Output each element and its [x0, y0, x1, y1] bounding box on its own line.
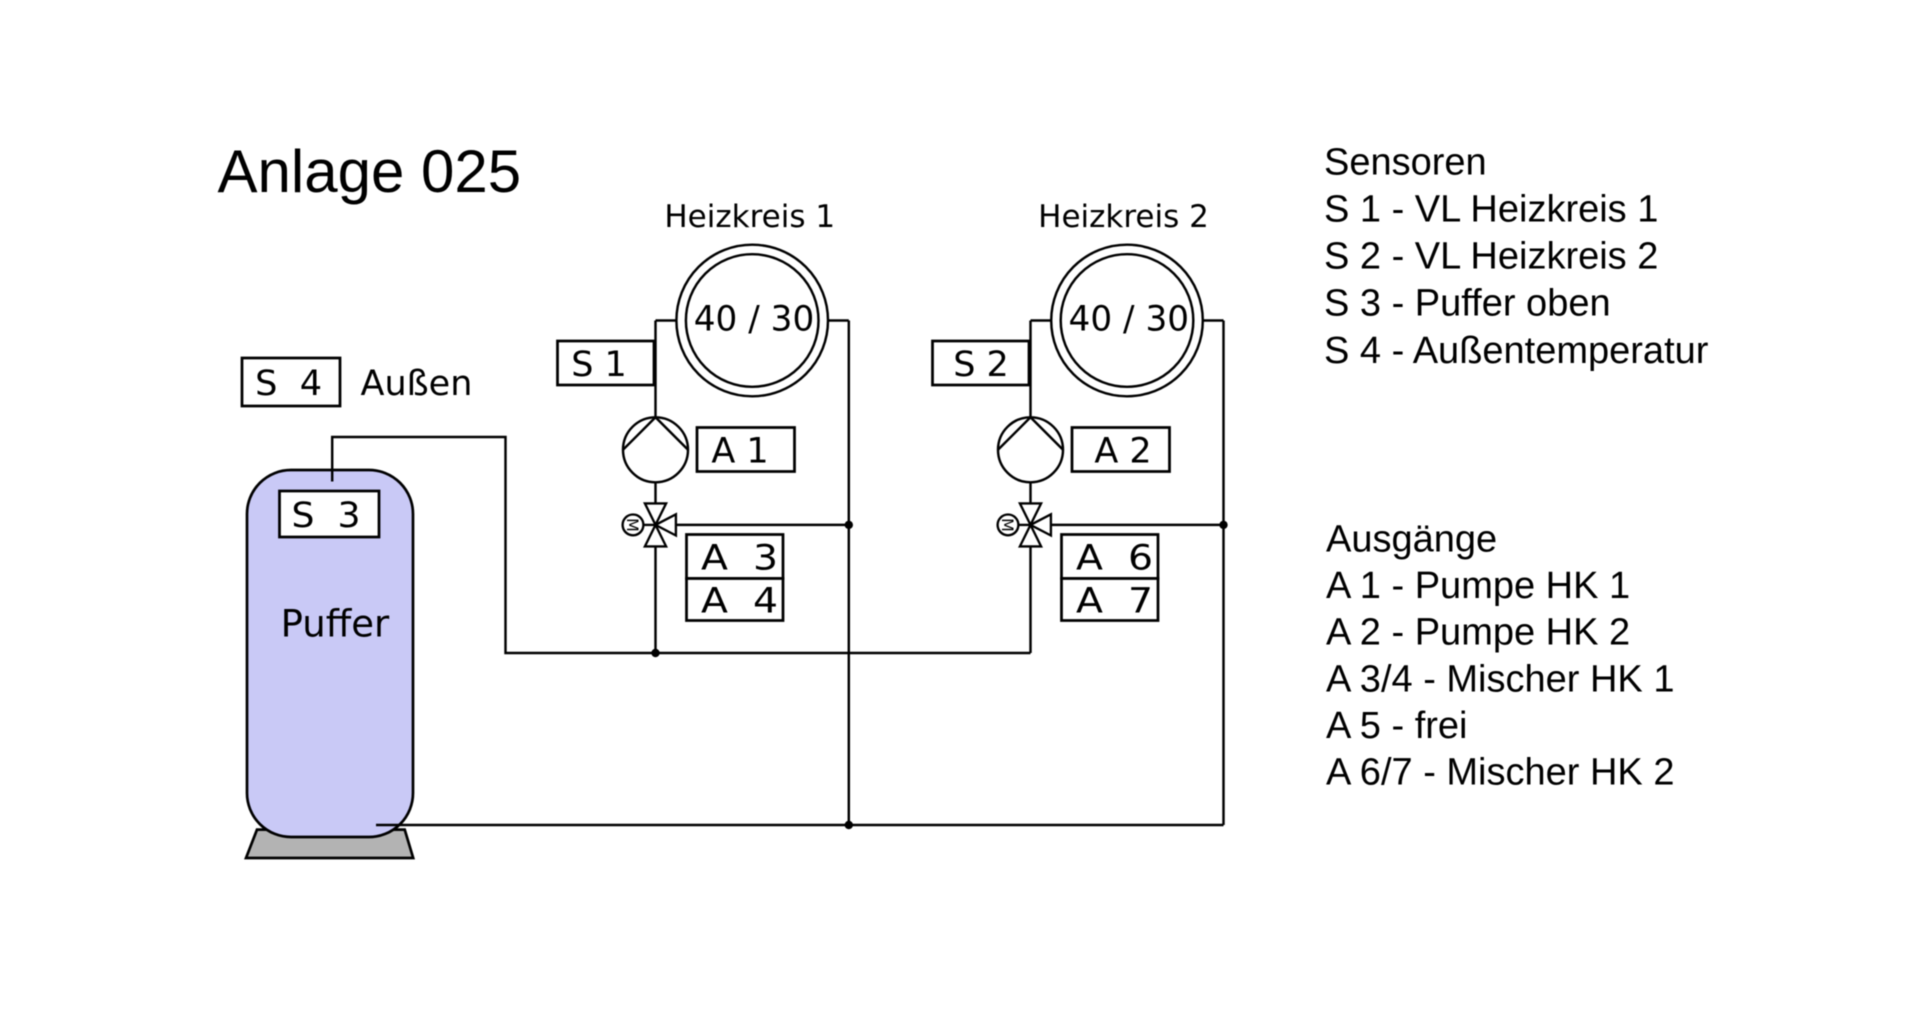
hk2-sensor-label: S 2	[953, 345, 1009, 385]
junction-dot	[651, 648, 660, 658]
hk1-pump-box: A 1	[695, 426, 796, 473]
legend-sensors: Sensoren S 1 - VL Heizkreis 1 S 2 - VL H…	[1324, 142, 1709, 372]
hk1-mixer-close-label: A 4	[701, 581, 778, 621]
legend-output-item: A 5 - frei	[1326, 705, 1468, 747]
hk1-meter-value: 40 / 30	[694, 300, 815, 340]
hk1-sensor-box: S 1	[556, 339, 656, 387]
buffer-sensor-box: S 3	[278, 489, 381, 539]
hk2-mixer-motor-icon	[996, 513, 1020, 537]
outdoor-sensor-box-label: S 4	[255, 364, 322, 404]
hk1-mixer-motor-icon	[621, 513, 645, 537]
tank-body	[245, 468, 415, 839]
buffer-labels: S 3 Puffer	[278, 489, 390, 646]
heizkreis-1: Heizkreis 1 40 / 30 S 1 A 1 M	[556, 199, 835, 622]
legend-output-item: A 2 - Pumpe HK 2	[1326, 612, 1630, 654]
page-title: Anlage 025	[218, 138, 522, 205]
hk1-sensor-label: S 1	[571, 345, 627, 385]
legend-output-item: A 1 - Pumpe HK 1	[1326, 565, 1630, 607]
outdoor-sensor-label: Außen	[361, 364, 473, 404]
hk1-mixer-motor-label: M	[623, 518, 642, 532]
outdoor-sensor-box	[240, 356, 342, 408]
junction-dot	[844, 820, 853, 830]
hk2-mixer-motor-label: M	[998, 518, 1017, 532]
hk1-mixer-output-boxes: A 3 A 4	[685, 533, 785, 622]
legend-sensor-item: S 2 - VL Heizkreis 2	[1324, 236, 1658, 278]
pipe-buffer-top	[330, 435, 1031, 655]
legend-sensor-item: S 4 - Außentemperatur	[1324, 330, 1709, 372]
buffer-tank	[244, 468, 416, 860]
heizkreis-2: Heizkreis 2 40 / 30 S 2 A 2 M	[931, 199, 1209, 622]
buffer-label: Puffer	[281, 603, 390, 646]
legend-output-item: A 6/7 - Mischer HK 2	[1326, 752, 1674, 794]
hk2-pump-icon	[996, 416, 1065, 484]
hk2-meter-value: 40 / 30	[1069, 300, 1190, 340]
junction-dot	[844, 520, 853, 530]
legend-output-item: A 3/4 - Mischer HK 1	[1326, 658, 1674, 700]
legend-sensor-item: S 1 - VL Heizkreis 1	[1324, 189, 1658, 231]
hk2-mixer-open-label: A 6	[1076, 538, 1153, 578]
junction-dots	[651, 520, 1228, 830]
hk2-pump-label: A 2	[1094, 431, 1151, 471]
hk1-pump-icon	[621, 416, 690, 484]
hk2-meter-inner-circle	[1059, 252, 1195, 389]
outdoor-sensor: S 4 Außen	[240, 356, 473, 408]
legend-sensor-item: S 3 - Puffer oben	[1324, 283, 1611, 325]
hk2-mixer-output-boxes: A 6 A 7	[1060, 533, 1160, 622]
hk2-sensor-box: S 2	[931, 339, 1031, 387]
legend-outputs-heading: Ausgänge	[1326, 519, 1497, 561]
junction-dot	[1219, 520, 1228, 530]
legend-sensors-heading: Sensoren	[1324, 142, 1487, 184]
hk1-title: Heizkreis 1	[664, 199, 835, 235]
legend-outputs: Ausgänge A 1 - Pumpe HK 1 A 2 - Pumpe HK…	[1326, 519, 1674, 794]
buffer-sensor-label: S 3	[292, 496, 361, 536]
hk2-pump-box: A 2	[1070, 426, 1171, 473]
hk1-mixer-valve-icon: M	[621, 502, 678, 548]
hk2-title: Heizkreis 2	[1038, 199, 1209, 235]
hk2-mixer-valve-icon: M	[996, 502, 1053, 548]
hk2-mixer-close-label: A 7	[1076, 581, 1153, 621]
hk1-meter-inner-circle	[684, 252, 820, 389]
hk1-pump-label: A 1	[711, 431, 768, 471]
hk1-mixer-open-label: A 3	[701, 538, 778, 578]
